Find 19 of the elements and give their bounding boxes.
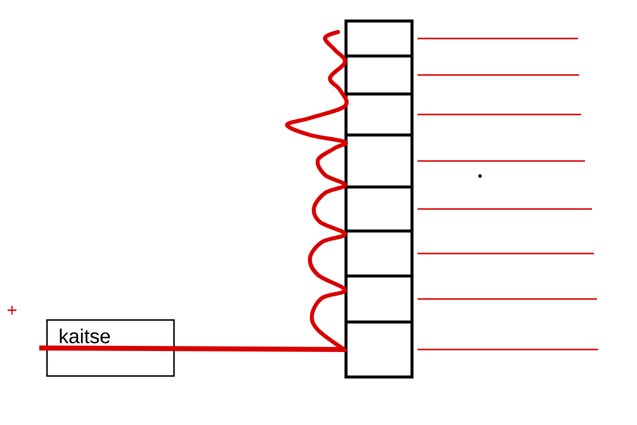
wire [418, 74, 579, 76]
cell-box [344, 230, 414, 278]
plus-sign: + [8, 306, 16, 315]
cell-box [344, 186, 414, 232]
cell-box [344, 320, 414, 378]
cell-box [344, 20, 414, 58]
wire [418, 208, 592, 210]
wire [418, 348, 598, 350]
wire [39, 345, 345, 352]
cell-box [344, 134, 414, 188]
cell-box [344, 54, 414, 96]
wire [418, 38, 578, 40]
wire [418, 114, 581, 116]
cell-box [344, 92, 414, 136]
wire [418, 252, 594, 254]
wire [418, 160, 585, 162]
fuse-box: kaitse [46, 319, 175, 377]
cell-box [344, 274, 414, 324]
wire [418, 298, 597, 300]
